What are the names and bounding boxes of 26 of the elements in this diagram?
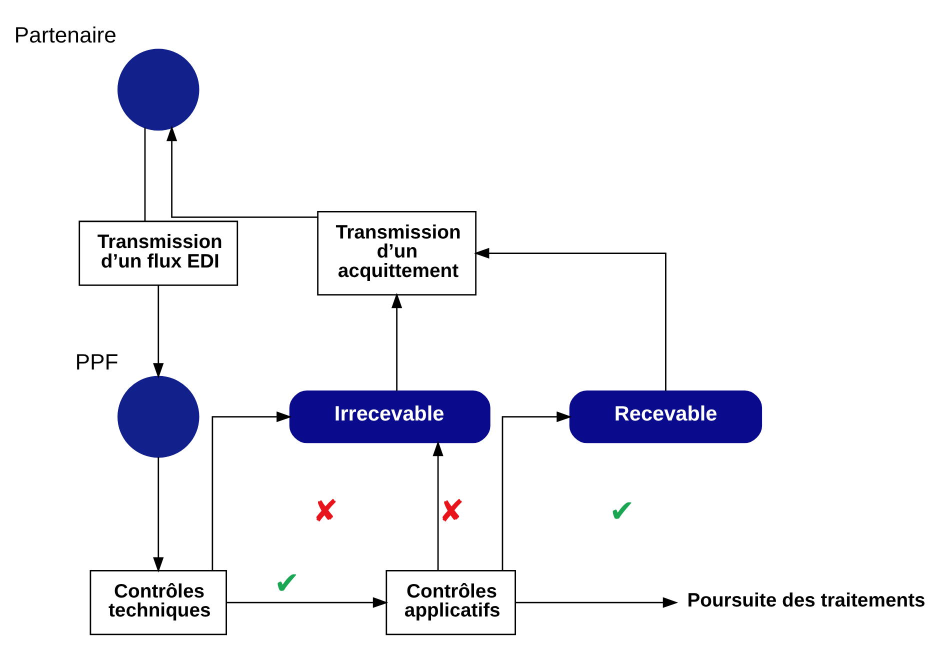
arrow xyxy=(432,440,444,571)
node-text: Poursuite des traitements xyxy=(687,589,926,612)
node-box: Recevable xyxy=(569,390,762,444)
arrow xyxy=(391,292,402,391)
edge-label: ✘ xyxy=(438,494,464,530)
connector xyxy=(144,128,146,222)
arrow xyxy=(226,597,388,608)
arrow xyxy=(474,248,666,391)
edge-label: ✘ xyxy=(312,494,338,530)
node-box: Contrôles techniques xyxy=(90,570,227,636)
arrow xyxy=(153,285,164,378)
arrow xyxy=(153,457,164,572)
arrow xyxy=(166,126,318,218)
node-label: Partenaire xyxy=(14,22,116,48)
arrow xyxy=(502,411,572,571)
node-label: PPF xyxy=(75,349,118,374)
node-box: Contrôles applicatifs xyxy=(386,570,516,636)
node-circle xyxy=(117,48,200,131)
arrow xyxy=(515,597,678,608)
arrow xyxy=(212,411,292,571)
node-box: Irrecevable xyxy=(289,390,490,444)
node-box: Transmission d’un acquittement xyxy=(317,210,476,296)
node-box: Transmission d’un flux EDI xyxy=(78,220,238,286)
edge-label: ✔ xyxy=(609,494,635,530)
node-circle xyxy=(117,376,200,458)
edge-label: ✔ xyxy=(274,566,300,602)
